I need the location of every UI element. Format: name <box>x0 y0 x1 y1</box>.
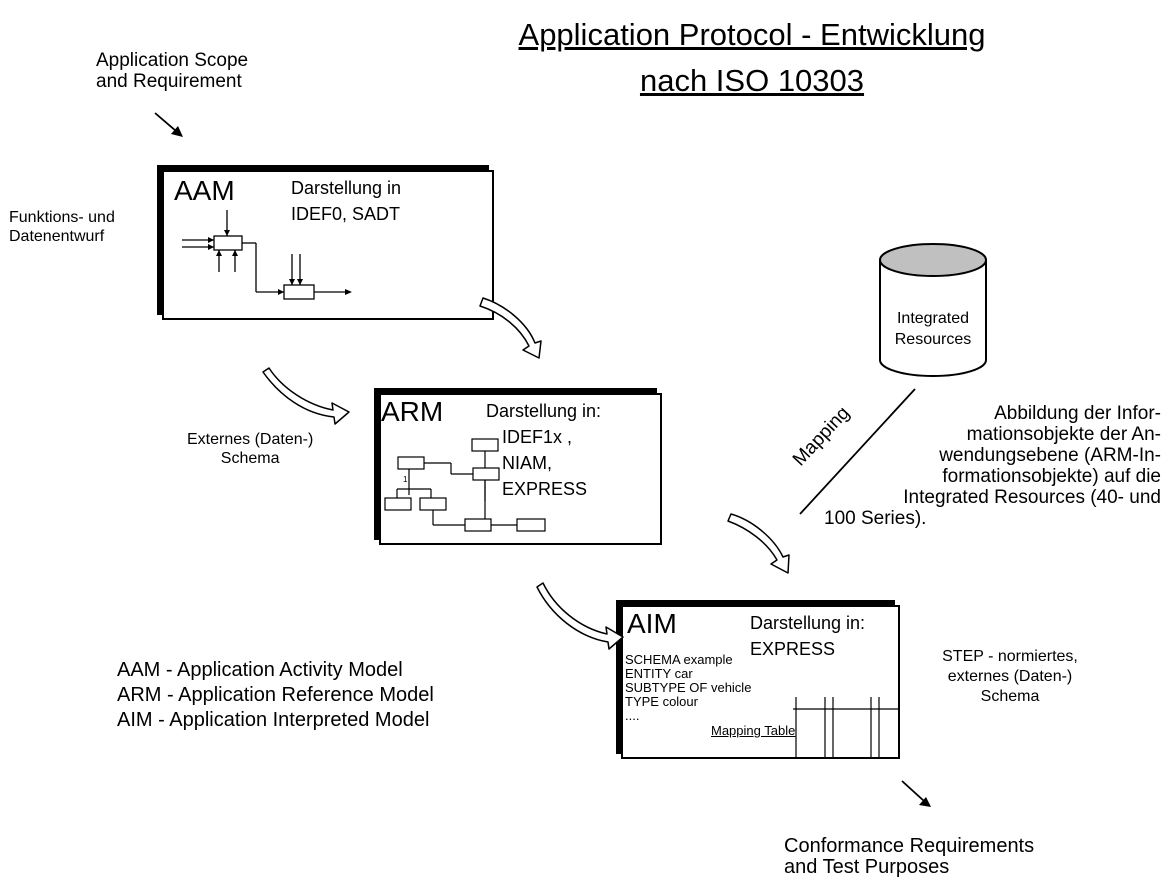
aim-name: AIM <box>627 608 677 639</box>
legend-aim: AIM - Application Interpreted Model <box>117 709 430 731</box>
scope-arrow-head <box>171 126 183 137</box>
aam-idef0-sketch <box>182 210 352 300</box>
arm-name: ARM <box>381 396 444 427</box>
curved-arrow-externes-aim <box>536 582 624 650</box>
aim-desc: Darstellung in:EXPRESS <box>750 613 866 659</box>
mapping-line <box>799 388 916 515</box>
aim-mapping-table <box>793 697 898 757</box>
curved-arrow-aam-arm <box>479 297 542 359</box>
step-label: STEP - normiertes,externes (Daten-)Schem… <box>942 648 1078 705</box>
aim-mapping-table-label: Mapping Table <box>711 723 796 738</box>
curved-arrow-mapping-aim <box>727 513 790 574</box>
title-line-1: Application Protocol - Entwicklung <box>518 17 986 52</box>
legend-aam: AAM - Application Activity Model <box>117 659 403 681</box>
arm-desc: Darstellung in: IDEF1x , NIAM, EXPRESS <box>486 401 602 499</box>
scope-arrow <box>154 112 177 132</box>
aim-box: AIM Darstellung in:EXPRESS SCHEMA exampl… <box>621 605 900 759</box>
aim-express-code: SCHEMA example ENTITY car SUBTYPE OF veh… <box>625 652 752 723</box>
model-legend: AAM - Application Activity Model ARM - A… <box>117 658 434 733</box>
conformance-arrow <box>901 780 925 802</box>
abbildung-text: Abbildung der Infor- mationsobjekte der … <box>824 403 1161 529</box>
aam-name: AAM <box>174 175 235 206</box>
title-line-2: nach ISO 10303 <box>639 63 865 98</box>
externes-label: Externes (Daten-)Schema <box>187 431 314 467</box>
integrated-resources-cylinder <box>879 243 987 377</box>
curved-arrow-funktion-arm <box>262 367 350 425</box>
conformance-arrow-head <box>919 797 931 807</box>
arm-node-label: 1 <box>403 475 408 484</box>
legend-arm: ARM - Application Reference Model <box>117 684 434 706</box>
arm-entity-sketch <box>384 438 546 532</box>
arm-box: ARM Darstellung in: IDEF1x , NIAM, EXPRE… <box>379 393 662 545</box>
